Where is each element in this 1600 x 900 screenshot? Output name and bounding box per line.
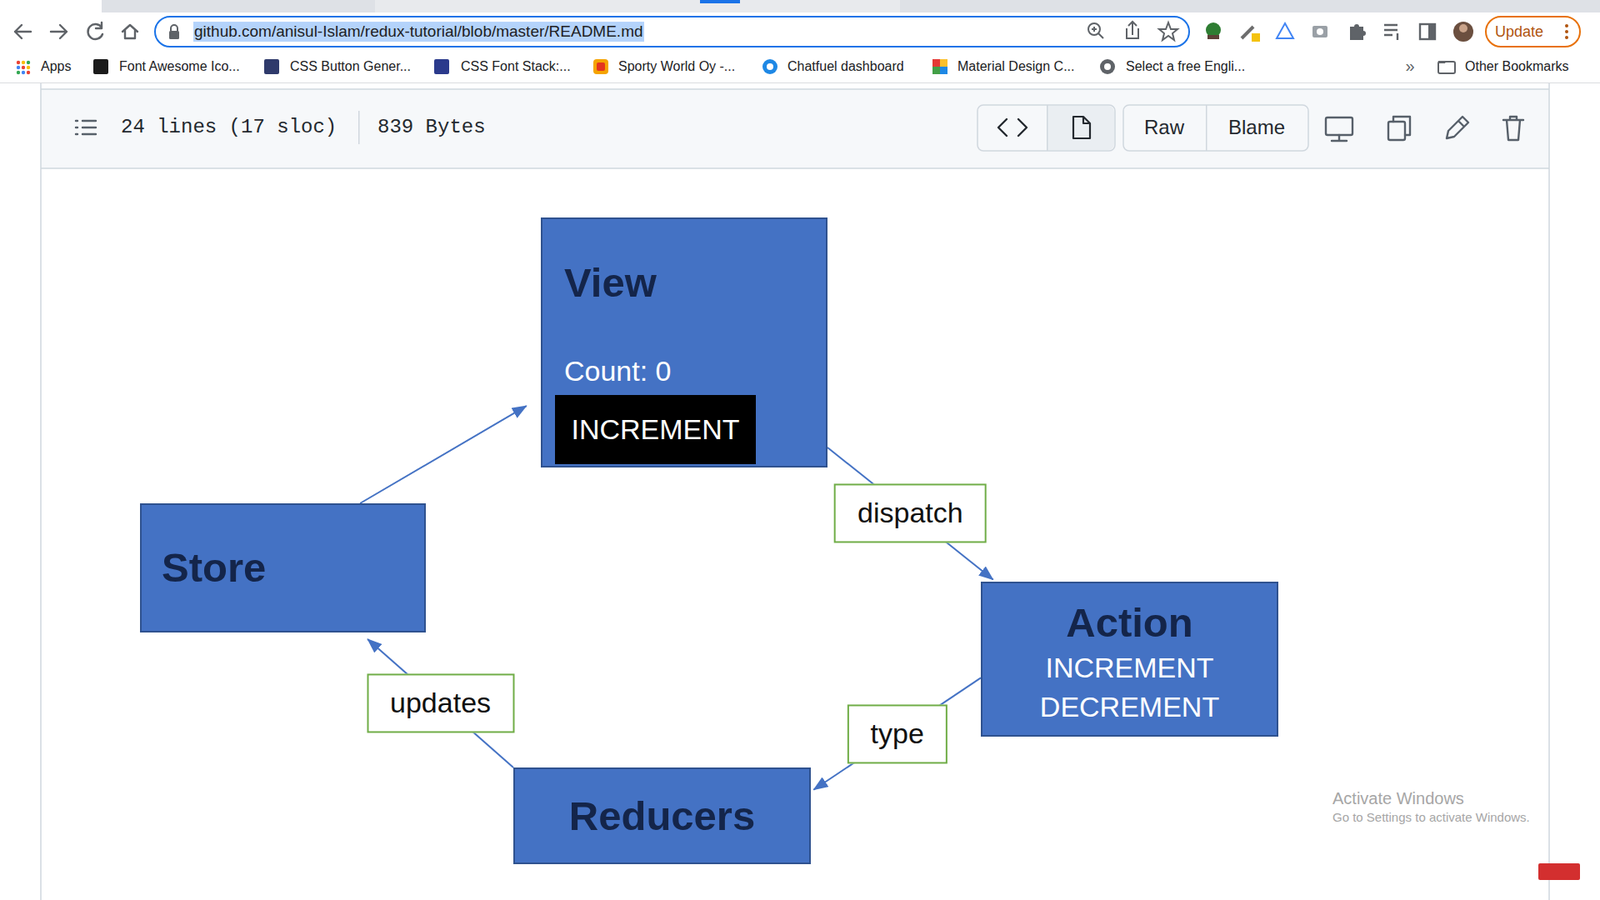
tab-strip — [0, 0, 1600, 13]
connector — [827, 447, 994, 580]
file-info: 839 Bytes — [377, 115, 486, 140]
url-text: github.com/anisul-Islam/redux-tutorial/b… — [193, 21, 645, 42]
connector — [813, 677, 981, 790]
node-title: INCREMENT — [570, 413, 740, 446]
button-text: Raw — [1144, 115, 1185, 140]
bookmark-text: CSS Font Stack:... — [460, 59, 571, 75]
edge-label: updates — [366, 673, 515, 733]
connector — [360, 405, 527, 504]
overflow-chevron: » — [1405, 56, 1415, 76]
node-text: Count: 0 — [564, 355, 672, 388]
bookmark-text: Sporty World Oy -... — [618, 59, 735, 75]
extension-icons — [1205, 21, 1474, 42]
node-title: Reducers — [569, 792, 755, 840]
action-box: ActionINCREMENT DECREMENT — [980, 581, 1279, 737]
bookmark-text: Select a free Engli... — [1125, 59, 1245, 75]
file-info: 24 lines (17 sloc) — [120, 115, 337, 140]
node-title: Action — [1065, 599, 1193, 646]
bookmark-icons — [0, 59, 1600, 84]
bookmark-text: CSS Button Gener... — [290, 59, 411, 75]
edge-label: dispatch — [834, 484, 987, 544]
node-text: INCREMENT DECREMENT — [1040, 648, 1220, 727]
nav-icons — [15, 22, 138, 40]
button-text: Update — [1495, 23, 1544, 41]
bookmark-text: Font Awesome Ico... — [119, 59, 240, 75]
update-button — [1485, 16, 1580, 47]
bookmark-text: Other Bookmarks — [1465, 59, 1569, 75]
bookmark-text: Chatfuel dashboard — [787, 59, 905, 75]
edge-label: type — [847, 704, 948, 764]
omnibox — [155, 16, 1190, 47]
bookmark-text: Material Design C... — [957, 59, 1075, 75]
button-box: INCREMENT — [555, 395, 756, 465]
node-title: View — [564, 259, 657, 306]
watermark: Go to Settings to activate Windows. — [1332, 810, 1530, 825]
watermark: Activate Windows — [1332, 789, 1465, 809]
button-text: Blame — [1228, 115, 1285, 140]
bookmark-text: Apps — [40, 59, 71, 75]
node-title: Store — [161, 544, 266, 591]
view-box: ViewCount: 0 INCREMENT — [540, 217, 828, 468]
subscribe-badge — [1538, 863, 1580, 880]
store-box: Store — [140, 503, 426, 633]
file-header — [40, 83, 1550, 900]
reducers-box: Reducers — [513, 767, 811, 865]
